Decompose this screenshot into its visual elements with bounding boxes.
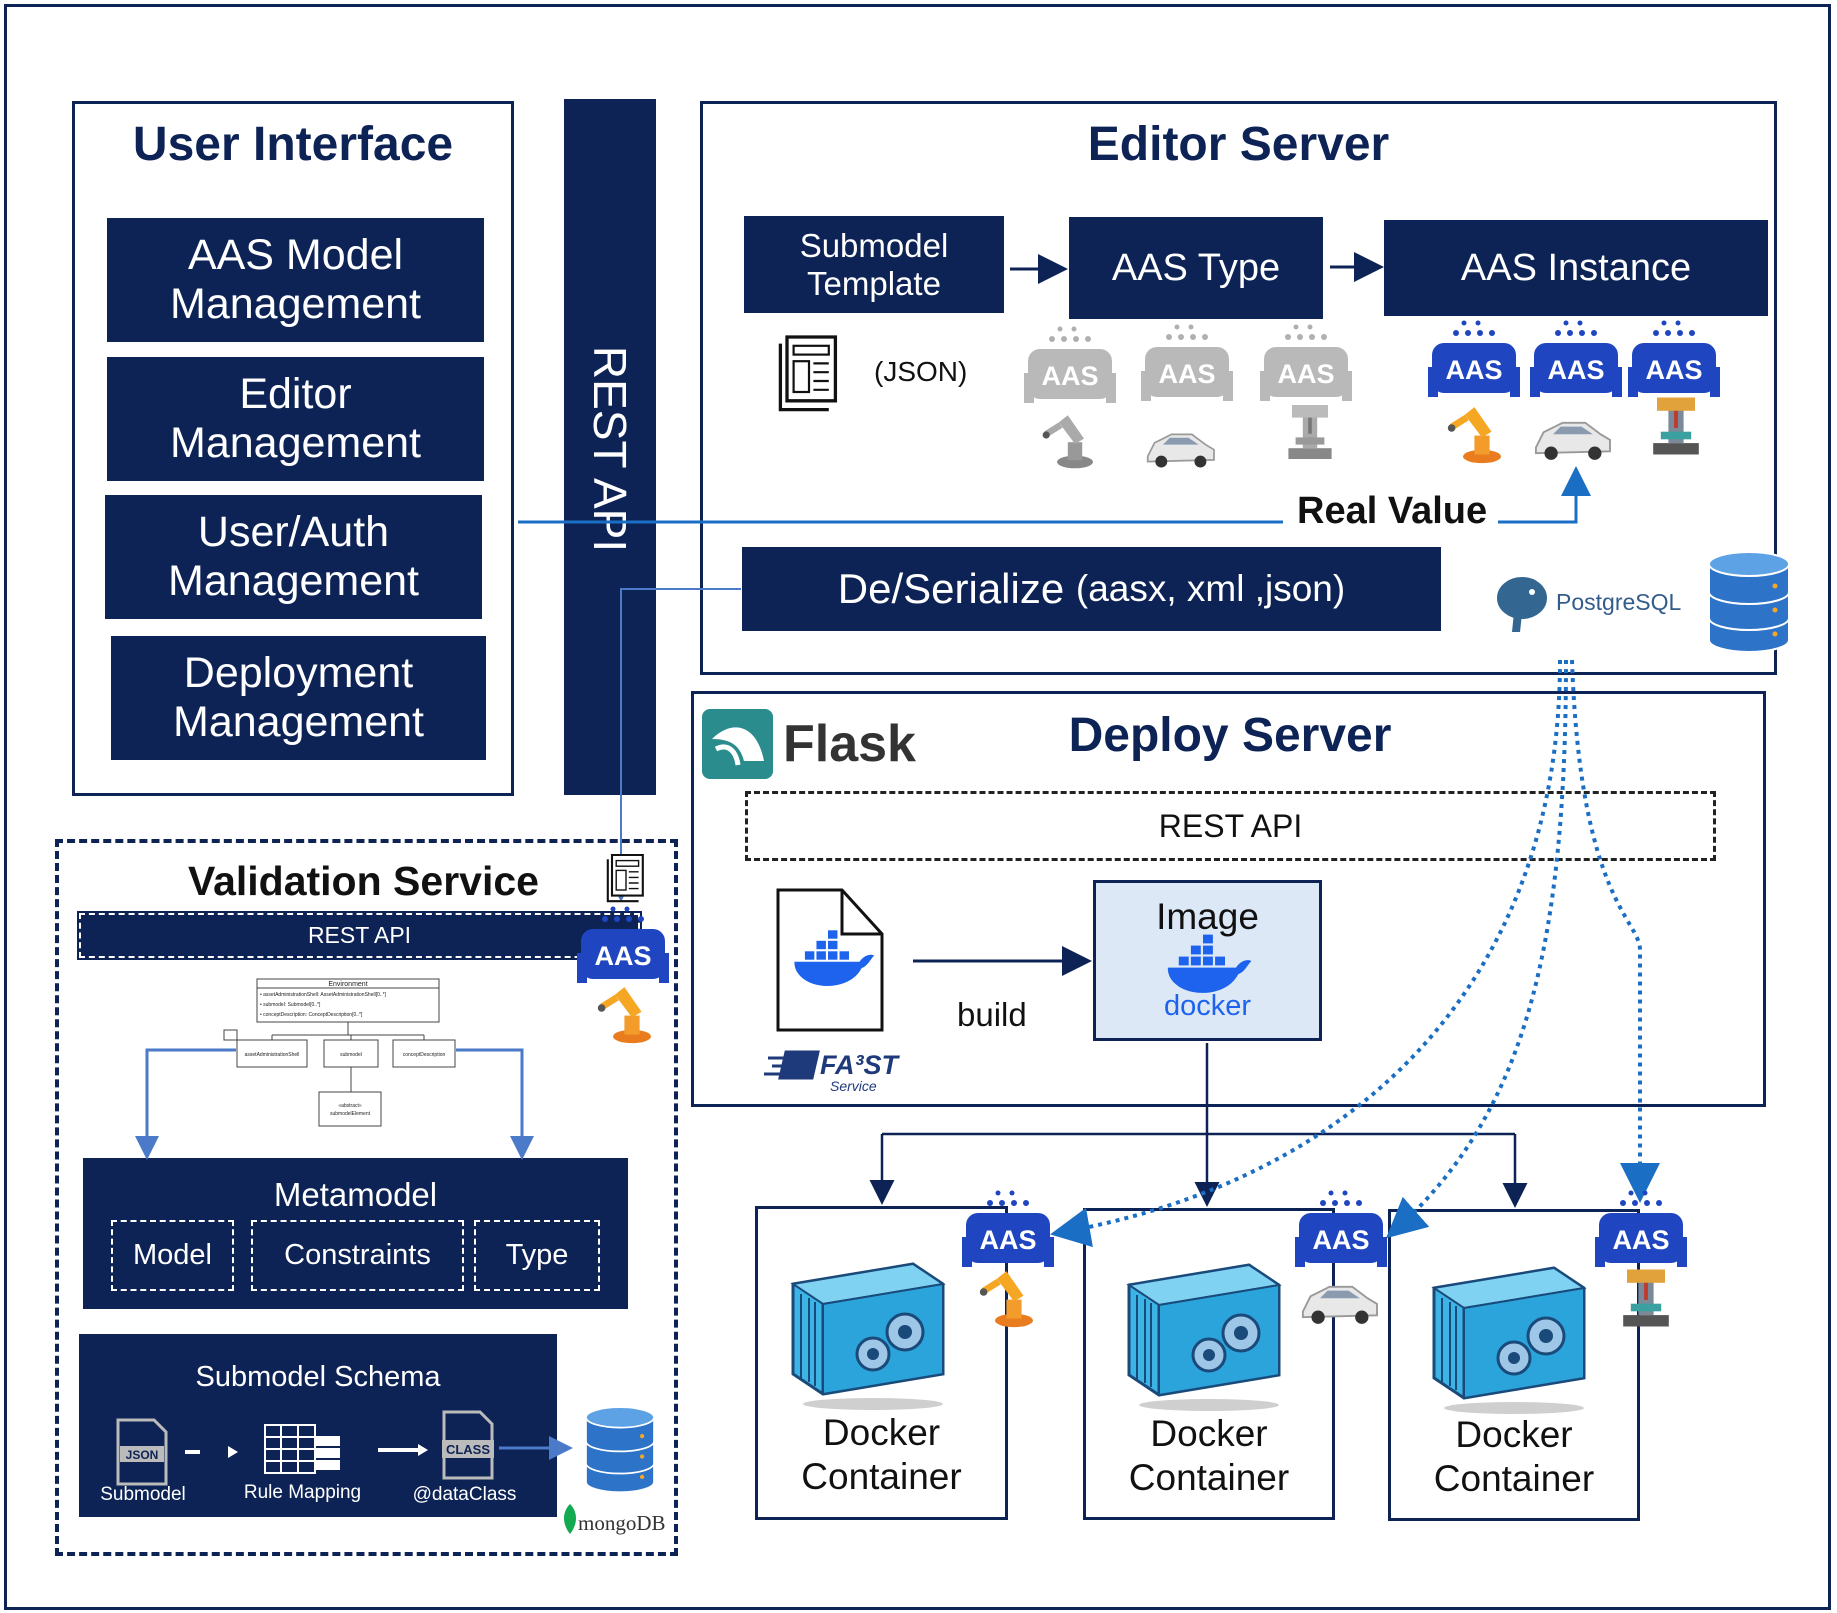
docker-container-3-line2: Container — [1433, 1457, 1595, 1499]
docker-container-1[interactable] — [755, 1206, 1008, 1520]
schema-step-rule-mapping: Rule Mapping — [243, 1482, 362, 1503]
image-label: Image — [1156, 896, 1259, 937]
user-interface-title: User Interface — [132, 118, 454, 171]
aas-type-box[interactable]: AAS Type — [1069, 217, 1323, 319]
aas-model-management-line1: AAS Model — [187, 230, 404, 279]
schema-step-dataclass: @dataClass — [412, 1484, 517, 1505]
docker-container-1-line2: Container — [801, 1455, 962, 1497]
validation-rest-api-label: REST API — [307, 922, 412, 948]
aas-model-management-line2: Management — [170, 280, 421, 328]
docker-container-2-line1: Docker — [1150, 1413, 1268, 1454]
metamodel-type-label: Type — [505, 1239, 569, 1271]
docker-container-2-line2: Container — [1128, 1456, 1290, 1498]
validation-service-panel — [55, 839, 678, 1556]
mongodb-label: mongoDB — [578, 1511, 666, 1535]
validation-rest-api[interactable]: REST API — [77, 911, 642, 960]
outer-frame — [4, 4, 1831, 1610]
metamodel-constraints-label: Constraints — [284, 1239, 431, 1271]
metamodel-box — [83, 1158, 628, 1309]
docker-container-1-line1: Docker — [822, 1412, 941, 1453]
submodel-template-line1: Submodel — [799, 226, 949, 264]
user-auth-management-line1: User/Auth — [197, 507, 390, 556]
metamodel-model-label: Model — [133, 1239, 212, 1271]
flask-label: Flask — [783, 715, 916, 773]
deploy-rest-api-label: REST API — [1158, 807, 1303, 844]
aas-instance-box[interactable]: AAS Instance — [1384, 220, 1768, 316]
metamodel-constraints[interactable]: Constraints — [251, 1220, 464, 1291]
fast-logo-text: FA³ST — [820, 1050, 898, 1080]
postgres-label: PostgreSQL — [1556, 589, 1682, 615]
deployment-management-line1: Deployment — [183, 648, 414, 697]
submodel-template-line2: Template — [807, 264, 941, 302]
docker-file-word: docker — [788, 987, 868, 1017]
metamodel-model[interactable]: Model — [111, 1220, 234, 1291]
editor-server-title: Editor Server — [1087, 118, 1390, 171]
validation-service-title: Validation Service — [188, 858, 539, 904]
metamodel-type[interactable]: Type — [474, 1220, 600, 1291]
submodel-schema-title: Submodel Schema — [195, 1361, 441, 1393]
deserialize-formats: (aasx, xml ,json) — [1075, 568, 1346, 609]
image-docker-word: docker — [1163, 990, 1252, 1022]
build-label: build — [957, 996, 1027, 1033]
deserialize-box[interactable]: De/Serialize (aasx, xml ,json) — [742, 547, 1441, 631]
deploy-server-title: Deploy Server — [1068, 709, 1392, 762]
fast-service-text: Service — [830, 1078, 877, 1094]
rest-api-bar-label: REST API — [584, 345, 636, 553]
metamodel-title: Metamodel — [273, 1176, 438, 1213]
real-value-label: Real Value — [1285, 490, 1500, 533]
schema-step-submodel: Submodel — [100, 1484, 186, 1505]
docker-container-3-line1: Docker — [1455, 1414, 1573, 1455]
user-interface-panel — [72, 101, 514, 796]
deploy-rest-api[interactable]: REST API — [745, 791, 1716, 861]
json-note: (JSON) — [874, 356, 968, 387]
editor-management-line1: Editor — [239, 369, 352, 418]
user-auth-management-line2: Management — [168, 557, 419, 605]
editor-management-line2: Management — [170, 419, 421, 467]
deployment-management-line2: Management — [173, 698, 424, 746]
deserialize-main: De/Serialize — [837, 565, 1065, 612]
